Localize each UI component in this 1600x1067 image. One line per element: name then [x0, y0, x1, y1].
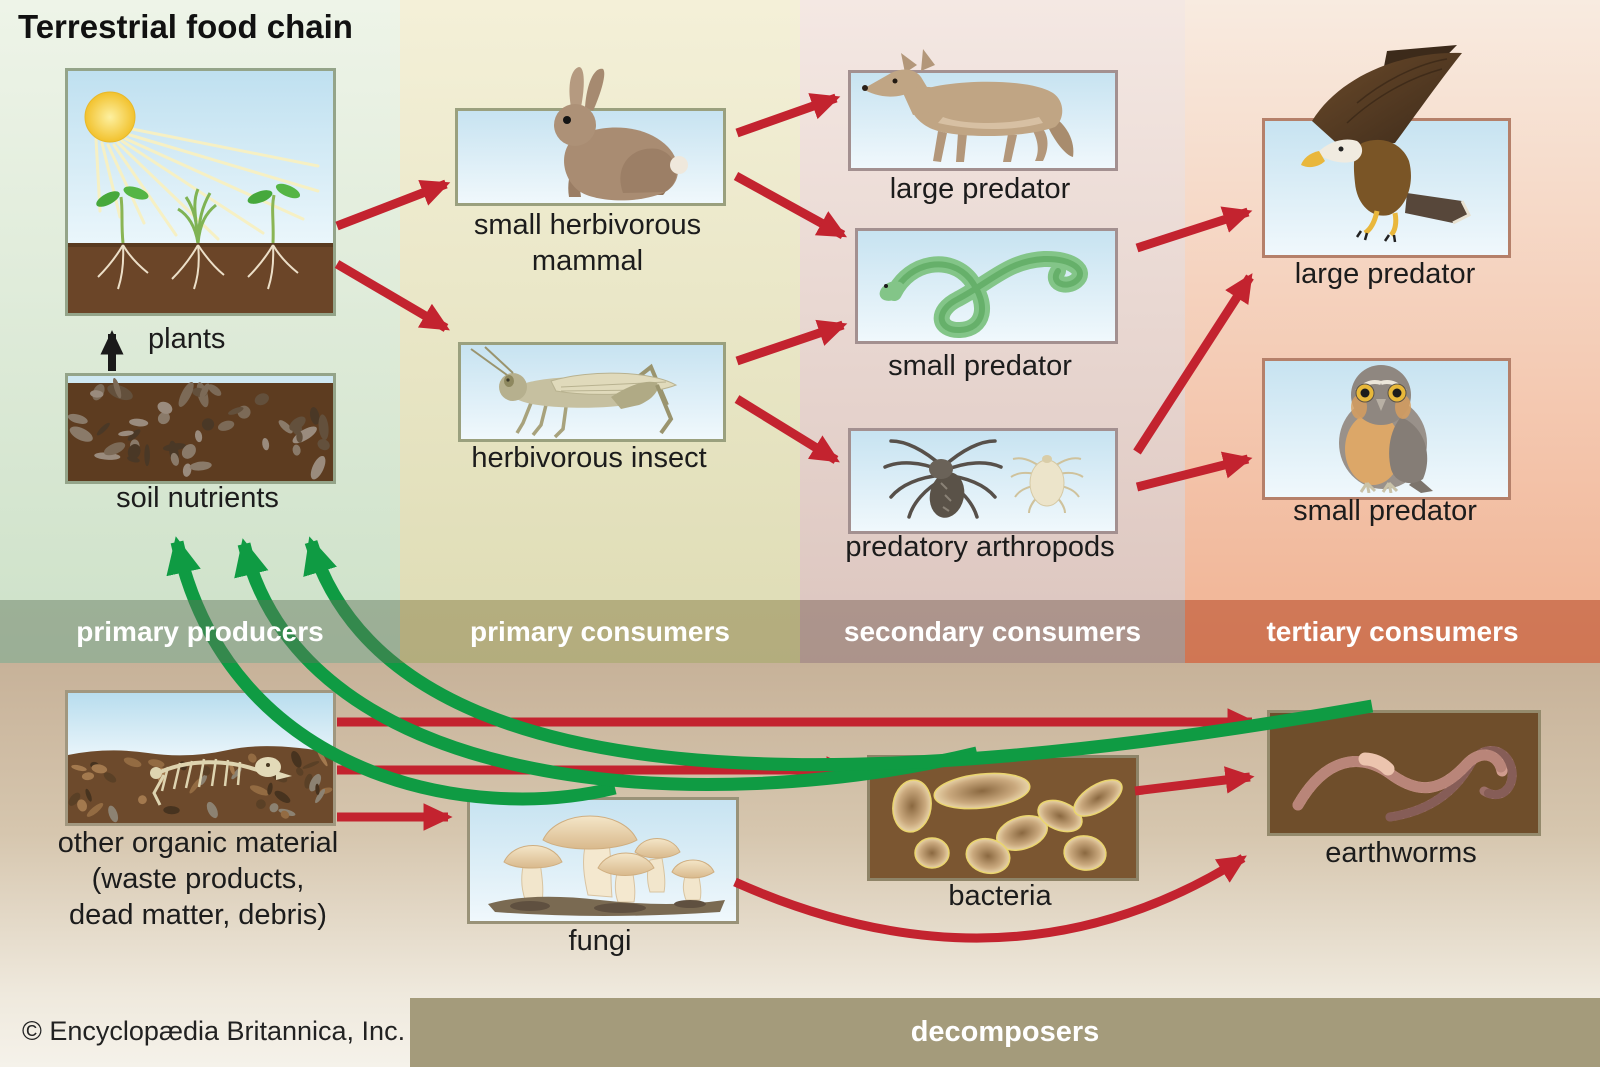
spider-and-mite-illustration [883, 439, 1084, 519]
arrow-insect-to-predatory-arthropods [734, 395, 840, 464]
skeleton-and-debris-illustration [68, 693, 333, 823]
small-herbivorous-mammal-label: small herbivorous mammal [473, 209, 702, 277]
predatory-arthropods-box [848, 428, 1118, 534]
snake-illustration [879, 250, 1088, 338]
arrow-earthworms-to-soil-nutrients [303, 536, 1374, 772]
band-tertiary-consumers-label: tertiary consumers [1266, 615, 1519, 647]
arrow-mammal-to-small-predator [733, 172, 848, 239]
mushrooms-illustration [488, 815, 725, 916]
arrow-bacteria-to-soil-nutrients [234, 538, 979, 791]
sun-rays [94, 127, 320, 241]
bacteria-label: bacteria [948, 880, 1052, 912]
coyote-illustration [862, 49, 1074, 162]
other-organic-material-box [65, 690, 336, 826]
mite-icon [1010, 455, 1084, 514]
arrow-plants-to-small-herbivorous-mammal [335, 179, 451, 231]
fungi-box [467, 797, 739, 924]
band-decomposers-label: decomposers [910, 1016, 1100, 1048]
large-predator-bird-label: large predator [1294, 258, 1476, 290]
band-primary-consumers: primary consumers [400, 600, 800, 663]
predatory-arthropods-label: predatory arthropods [845, 531, 1115, 563]
arrow-fungi-to-earthworms [733, 854, 1247, 943]
band-secondary-consumers: secondary consumers [800, 600, 1185, 663]
small-predator-snake-box [855, 228, 1118, 344]
rabbit-illustration [554, 67, 688, 201]
fungi-label: fungi [568, 925, 632, 957]
soil-nutrients-box [65, 373, 336, 484]
page-title: Terrestrial food chain [18, 8, 353, 45]
bacteria-cells-illustration [870, 758, 1136, 878]
large-predator-mammal-box [848, 49, 1118, 171]
earthworms-illustration [1270, 713, 1538, 833]
herbivorous-insect-label: herbivorous insect [471, 442, 707, 474]
spider-icon [883, 439, 1003, 519]
soil-pebbles-illustration [68, 376, 333, 481]
band-primary-producers-label: primary producers [76, 615, 324, 647]
mushroom-cluster [503, 815, 715, 903]
band-secondary-consumers-label: secondary consumers [843, 615, 1142, 647]
grasshopper-illustration [470, 346, 678, 439]
band-primary-producers: primary producers [0, 600, 400, 663]
arrow-bacteria-to-earthworms [1134, 766, 1255, 796]
eagle-illustration [1301, 45, 1472, 243]
band-tertiary-consumers: tertiary consumers [1185, 600, 1600, 663]
arrow-arthropods-to-small-predator-bird [1135, 451, 1253, 492]
small-herbivorous-mammal-box [455, 67, 726, 206]
small-predator-bird-label: small predator [1293, 495, 1477, 527]
small-predator-bird-box [1262, 358, 1511, 500]
band-primary-consumers-label: primary consumers [470, 615, 730, 647]
skeleton-icon [150, 757, 292, 806]
other-organic-material-label: other organic material (waste products, … [57, 827, 339, 931]
large-predator-bird-box [1262, 45, 1511, 258]
large-predator-mammal-label: large predator [889, 173, 1071, 205]
arrow-insect-to-small-predator [735, 319, 848, 366]
arrow-snake-to-large-predator-bird [1135, 206, 1253, 253]
small-predator-snake-label: small predator [888, 350, 1072, 382]
sun-icon [84, 91, 136, 143]
plants-label: plants [148, 323, 226, 355]
arrow-mammal-to-large-predator [735, 93, 841, 138]
copyright-text: © Encyclopædia Britannica, Inc. [22, 1016, 406, 1046]
plants-box [65, 68, 336, 316]
seedlings [96, 183, 301, 290]
arrow-fungi-to-soil-nutrients [166, 536, 617, 806]
soil-nutrients-label: soil nutrients [116, 482, 279, 514]
earthworms-box [1267, 710, 1541, 836]
owl-illustration [1339, 365, 1433, 493]
sun-and-seedlings-illustration [68, 71, 333, 313]
band-decomposers: decomposers [410, 998, 1600, 1067]
herbivorous-insect-box [458, 342, 726, 442]
arrow-plants-to-herbivorous-insect [334, 260, 450, 332]
earthworms-label: earthworms [1325, 837, 1477, 869]
bacteria-box [867, 755, 1139, 881]
arrow-arthropods-to-large-predator-bird [1133, 273, 1254, 455]
